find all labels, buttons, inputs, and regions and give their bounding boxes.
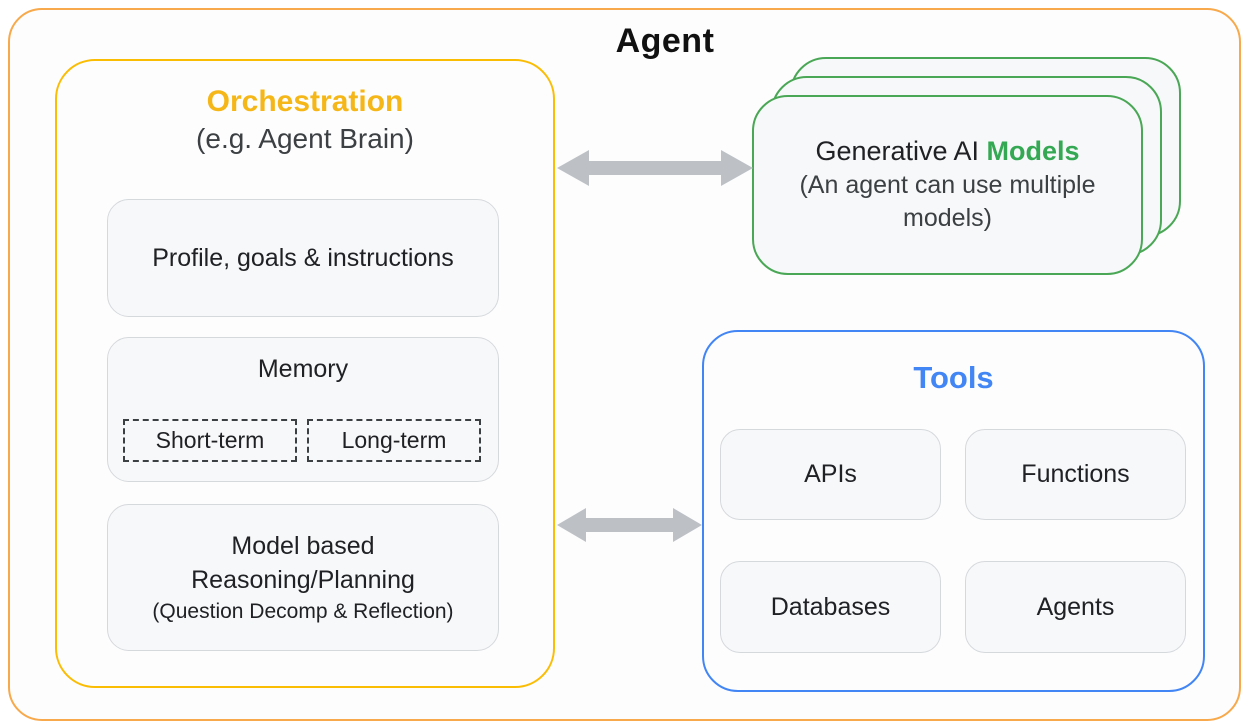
orchestration-box: Orchestration (e.g. Agent Brain) Profile… [55, 59, 555, 688]
tools-item-databases-label: Databases [770, 592, 891, 621]
tools-item-functions: Functions [965, 429, 1186, 520]
tools-title: Tools [913, 360, 994, 395]
tools-item-agents-label: Agents [1036, 592, 1115, 621]
models-title-prefix: Generative AI [815, 135, 987, 166]
short-term-memory-box: Short-term [123, 419, 297, 462]
reasoning-planning-box: Model based Reasoning/Planning (Question… [107, 504, 499, 651]
tools-item-apis: APIs [720, 429, 941, 520]
profile-goals-instructions-box: Profile, goals & instructions [107, 199, 499, 317]
long-term-memory-box: Long-term [307, 419, 481, 462]
tools-item-functions-label: Functions [1021, 460, 1130, 488]
tools-item-agents: Agents [965, 561, 1186, 653]
reasoning-line-1: Model based [231, 532, 375, 560]
agent-title: Agent [615, 22, 715, 60]
tools-item-apis-label: APIs [804, 460, 857, 488]
memory-box: Memory Short-term Long-term [107, 337, 499, 482]
memory-types-row: Short-term Long-term [123, 419, 481, 462]
orchestration-title: Orchestration [206, 85, 404, 118]
reasoning-line-2: Reasoning/Planning [191, 566, 415, 594]
long-term-memory-label: Long-term [341, 427, 447, 453]
profile-goals-instructions-label: Profile, goals & instructions [152, 243, 454, 272]
memory-label: Memory [257, 355, 349, 383]
models-title: Generative AI Models [815, 136, 1079, 167]
tools-item-databases: Databases [720, 561, 941, 653]
models-card-front: Generative AI Models (An agent can use m… [752, 95, 1143, 275]
reasoning-note: (Question Decomp & Reflection) [152, 600, 454, 623]
models-title-highlight: Models [986, 135, 1080, 166]
models-subtitle: (An agent can use multiple models) [799, 170, 1096, 232]
short-term-memory-label: Short-term [155, 427, 265, 453]
orchestration-subtitle: (e.g. Agent Brain) [196, 123, 414, 154]
tools-box: Tools APIs Functions Databases Agents [702, 330, 1205, 692]
